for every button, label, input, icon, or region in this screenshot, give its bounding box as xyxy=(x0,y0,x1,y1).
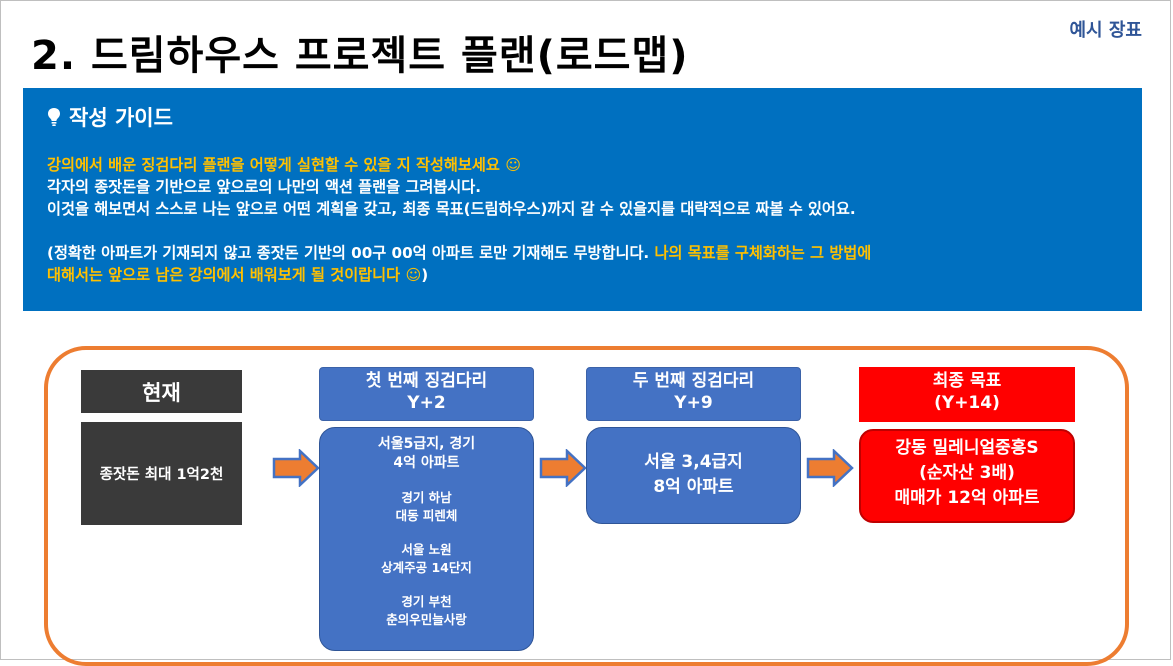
guide-line-4: (정확한 아파트가 기재되지 않고 종잣돈 기반의 00구 00억 아파트 로만… xyxy=(47,242,1120,264)
right-arrow-icon xyxy=(539,449,587,487)
first-step-item-b: 상계주공 14단지 xyxy=(381,560,472,575)
guide-line-4-white: (정확한 아파트가 기재되지 않고 종잣돈 기반의 00구 00억 아파트 로만… xyxy=(47,244,650,262)
first-step-year: Y+2 xyxy=(407,393,446,413)
guide-line-1: 강의에서 배운 징검다리 플랜을 어떻게 실현할 수 있을 지 작성해보세요 ☺ xyxy=(47,156,521,174)
first-step-item-a: 서울 노원 xyxy=(401,542,452,557)
first-step-header: 첫 번째 징검다리 Y+2 xyxy=(319,367,534,421)
guide-line-5-highlight: 대해서는 앞으로 남은 강의에서 배워보게 될 것이랍니다 ☺ xyxy=(47,266,422,284)
guide-line-5-white: ) xyxy=(421,266,429,284)
first-step-item-a: 서울5급지, 경기 xyxy=(377,436,476,452)
second-step-line-1: 서울 3,4급지 xyxy=(644,452,743,472)
final-goal-year: (Y+14) xyxy=(934,393,1000,413)
second-step-title: 두 번째 징검다리 xyxy=(632,371,755,391)
first-step-item: 서울5급지, 경기 4억 아파트 xyxy=(320,435,533,473)
page-title: 2. 드림하우스 프로젝트 플랜(로드맵) xyxy=(31,33,689,79)
second-step-line-2: 8억 아파트 xyxy=(653,477,734,497)
first-step-item: 경기 부천 춘의우민늘사랑 xyxy=(320,593,533,629)
second-step-header: 두 번째 징검다리 Y+9 xyxy=(586,367,801,421)
guide-line-3: 이것을 해보면서 스스로 나는 앞으로 어떤 계획을 갖고, 최종 목표(드림하… xyxy=(47,200,856,218)
guide-heading-label: 작성 가이드 xyxy=(69,106,173,130)
first-step-title: 첫 번째 징검다리 xyxy=(365,371,488,391)
final-goal-line-1: 강동 밀레니얼중흥S xyxy=(895,438,1039,458)
current-header: 현재 xyxy=(81,370,242,413)
first-step-item-b: 대동 피렌체 xyxy=(395,508,458,523)
lightbulb-icon xyxy=(47,107,61,127)
writing-guide-panel: 작성 가이드 강의에서 배운 징검다리 플랜을 어떻게 실현할 수 있을 지 작… xyxy=(23,88,1142,311)
guide-line-4-highlight: 나의 목표를 구체화하는 그 방법에 xyxy=(649,244,872,262)
final-goal-title: 최종 목표 xyxy=(932,371,1002,391)
guide-heading: 작성 가이드 xyxy=(47,102,1120,132)
guide-body: 강의에서 배운 징검다리 플랜을 어떻게 실현할 수 있을 지 작성해보세요 ☺… xyxy=(47,154,1120,286)
final-goal-body: 강동 밀레니얼중흥S (순자산 3배) 매매가 12억 아파트 xyxy=(859,429,1075,523)
first-step-item-b: 춘의우민늘사랑 xyxy=(386,612,467,627)
final-goal-header: 최종 목표 (Y+14) xyxy=(859,367,1075,422)
first-step-item: 경기 하남 대동 피렌체 xyxy=(320,489,533,525)
final-goal-line-2: (순자산 3배) xyxy=(919,463,1015,483)
right-arrow-icon xyxy=(806,449,854,487)
first-step-body: 서울5급지, 경기 4억 아파트 경기 하남 대동 피렌체 서울 노원 상계주공… xyxy=(319,427,534,651)
final-goal-line-3: 매매가 12억 아파트 xyxy=(894,488,1040,508)
current-body: 종잣돈 최대 1억2천 xyxy=(81,422,242,525)
first-step-item-a: 경기 하남 xyxy=(401,490,452,505)
right-arrow-icon xyxy=(272,449,320,487)
second-step-year: Y+9 xyxy=(674,393,713,413)
first-step-item-b: 4억 아파트 xyxy=(393,455,460,471)
second-step-body: 서울 3,4급지 8억 아파트 xyxy=(586,427,801,524)
example-tag: 예시 장표 xyxy=(1069,20,1142,41)
guide-line-5: 대해서는 앞으로 남은 강의에서 배워보게 될 것이랍니다 ☺) xyxy=(47,264,1120,286)
guide-line-2: 각자의 종잣돈을 기반으로 앞으로의 나만의 액션 플랜을 그려봅시다. xyxy=(47,178,482,196)
first-step-item: 서울 노원 상계주공 14단지 xyxy=(320,541,533,577)
first-step-item-a: 경기 부천 xyxy=(401,594,452,609)
